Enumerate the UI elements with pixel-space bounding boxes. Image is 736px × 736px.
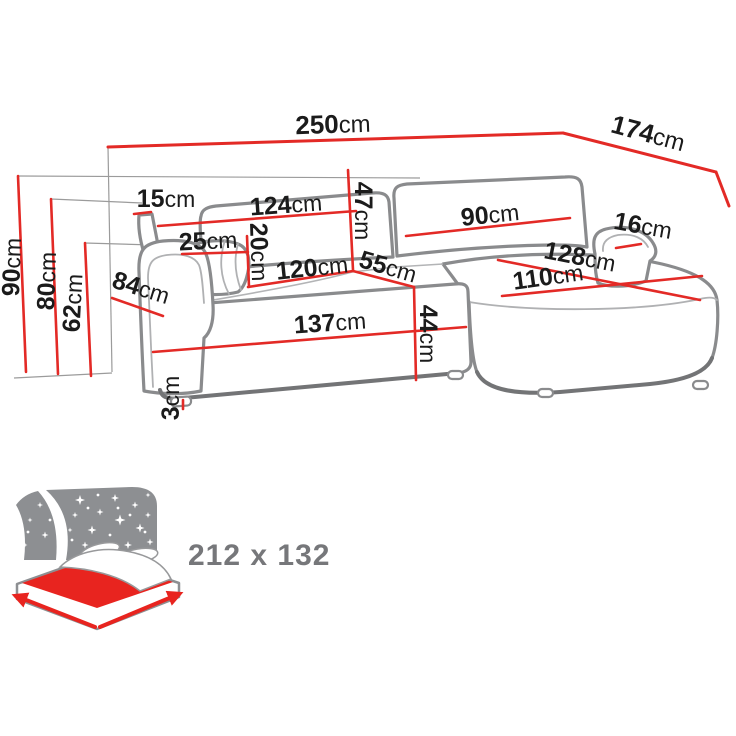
dim-label-cushion-width: 25cm — [178, 225, 238, 256]
dim-label-total-height: 90cm — [0, 237, 27, 296]
sofa-foot — [446, 369, 465, 381]
bolster-curve-3 — [234, 243, 242, 291]
dim-line-total-depth — [561, 131, 731, 208]
headboard-left-wedge — [16, 491, 57, 560]
dim-line-armrest-height — [49, 197, 60, 376]
dim-label-backrest-left-width: 124cm — [249, 189, 323, 222]
dim-line-chaise-length — [496, 258, 702, 302]
dim-line-corner-seat-width — [351, 269, 416, 289]
dim-line-seat-back-height — [83, 241, 93, 378]
backrest-right — [392, 175, 589, 258]
chaise-top-edge — [468, 296, 718, 311]
dim-label-backrest-height: 47cm — [349, 182, 377, 240]
dim-line-side-wing-width — [614, 242, 643, 250]
dim-line-seat-back-width — [246, 269, 355, 289]
dim-label-total-width: 250cm — [295, 108, 371, 141]
width-arrow — [11, 592, 97, 629]
dim-line-backrest-top-width — [132, 210, 153, 216]
dim-label-side-wing-width: 16cm — [612, 207, 674, 245]
dimension-labels: 250cm 174cm 15cm 124cm 47cm 90cm 16cm 25… — [0, 108, 688, 421]
sofa-foot — [691, 379, 710, 391]
dim-label-total-depth: 174cm — [608, 109, 688, 157]
sofa-foot — [536, 387, 555, 399]
dim-line-backrest-right-width — [404, 216, 572, 238]
right-side-wing — [592, 225, 658, 288]
dim-line-cushion-width — [180, 250, 250, 256]
dim-label-cushion-height: 20cm — [244, 222, 274, 281]
dim-line-chaise-width — [500, 274, 704, 298]
depth-arrow — [98, 590, 184, 629]
dim-line-seat-front-width — [151, 325, 468, 354]
dimension-lines — [16, 131, 731, 411]
dim-label-backrest-right-width: 90cm — [459, 198, 520, 232]
left-armrest — [137, 238, 215, 396]
headboard — [46, 487, 157, 566]
dim-label-seat-front-height: 44cm — [414, 305, 442, 363]
dim-label-seat-back-height: 62cm — [57, 273, 88, 333]
chaise-bottom-edge — [475, 356, 714, 395]
dim-line-cushion-height — [245, 234, 251, 289]
reference-lines — [13, 146, 421, 379]
dim-label-leg-height: 3cm — [157, 376, 185, 421]
blanket — [58, 548, 173, 592]
dim-label-armrest-height: 80cm — [32, 251, 62, 310]
stars-decoration — [22, 492, 154, 551]
bolster-curve-2 — [220, 239, 230, 295]
right-side-wing-contour — [602, 233, 649, 252]
dim-line-armrest-depth — [110, 296, 165, 318]
sleeping-area-size: 212 x 132 — [188, 539, 330, 572]
dim-label-chaise-width: 110cm — [511, 258, 585, 296]
dim-label-seat-back-width: 120cm — [275, 250, 350, 285]
sofa-foot — [169, 395, 193, 408]
dim-line-total-width — [106, 131, 565, 149]
dim-label-backrest-top-width: 15cm — [137, 185, 195, 213]
sleeper-bed-icon: 212 x 132 — [11, 487, 330, 631]
dim-line-backrest-height — [346, 168, 355, 272]
dim-label-seat-front-width: 137cm — [293, 307, 367, 340]
dim-line-seat-front-height — [412, 285, 418, 382]
left-armrest-contour — [147, 253, 205, 388]
dim-line-total-height — [16, 174, 28, 374]
dim-line-backrest-left-width — [156, 209, 358, 228]
